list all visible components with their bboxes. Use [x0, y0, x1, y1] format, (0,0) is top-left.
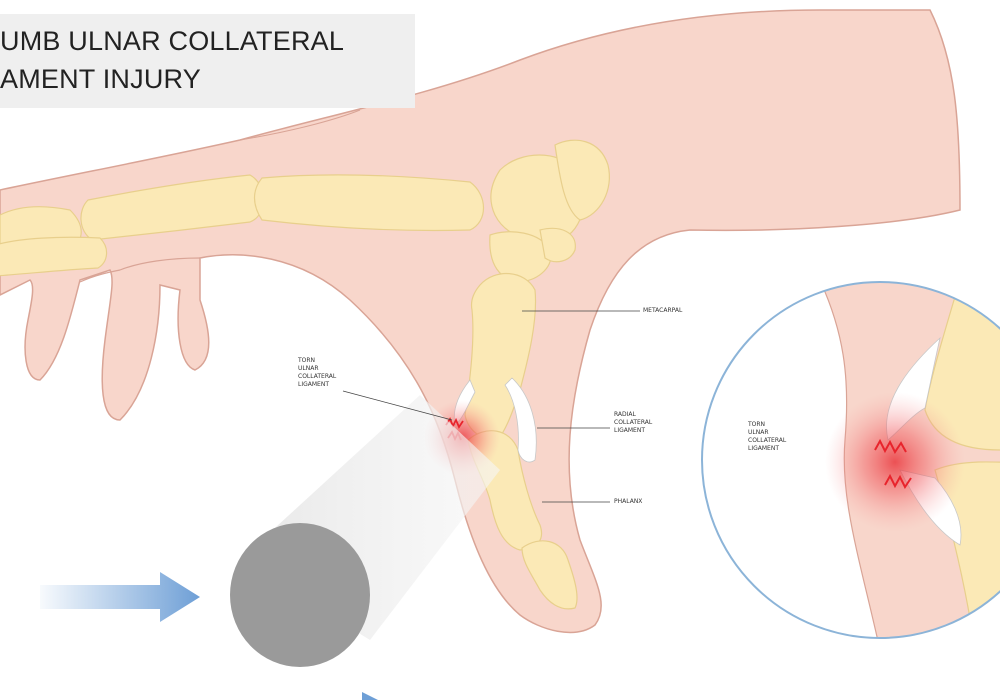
- inset-view: [701, 281, 1000, 639]
- finger-crease: [79, 257, 201, 283]
- inset-injury-glow: [825, 392, 965, 532]
- label-metacarpal: METACARPAL: [643, 307, 683, 314]
- carpal-bones: [489, 139, 610, 283]
- label-radial-collateral-ligament: RADIAL COLLATERAL LIGAMENT: [614, 411, 653, 434]
- distal-phalanx-bone: [521, 540, 578, 610]
- inset-ring: [701, 281, 1000, 639]
- finger-bones: [0, 174, 484, 277]
- title-line-2: AMENT INJURY: [0, 64, 201, 94]
- wrist-crease: [239, 109, 361, 141]
- direction-arrow-small: [362, 692, 378, 700]
- label-inset-torn-ulnar-collateral-ligament: TORN ULNAR COLLATERAL LIGAMENT: [748, 421, 787, 452]
- radial-collateral-ligament: [504, 377, 537, 463]
- inset-torn-marks: [874, 438, 912, 489]
- label-torn-ulnar-collateral-ligament: TORN ULNAR COLLATERAL LIGAMENT: [298, 357, 337, 388]
- title-banner: UMB ULNAR COLLATERAL AMENT INJURY: [0, 14, 415, 108]
- pole-end: [230, 523, 370, 667]
- direction-arrow: [40, 572, 200, 622]
- label-phalanx: PHALANX: [614, 498, 643, 505]
- title-line-1: UMB ULNAR COLLATERAL: [0, 26, 345, 56]
